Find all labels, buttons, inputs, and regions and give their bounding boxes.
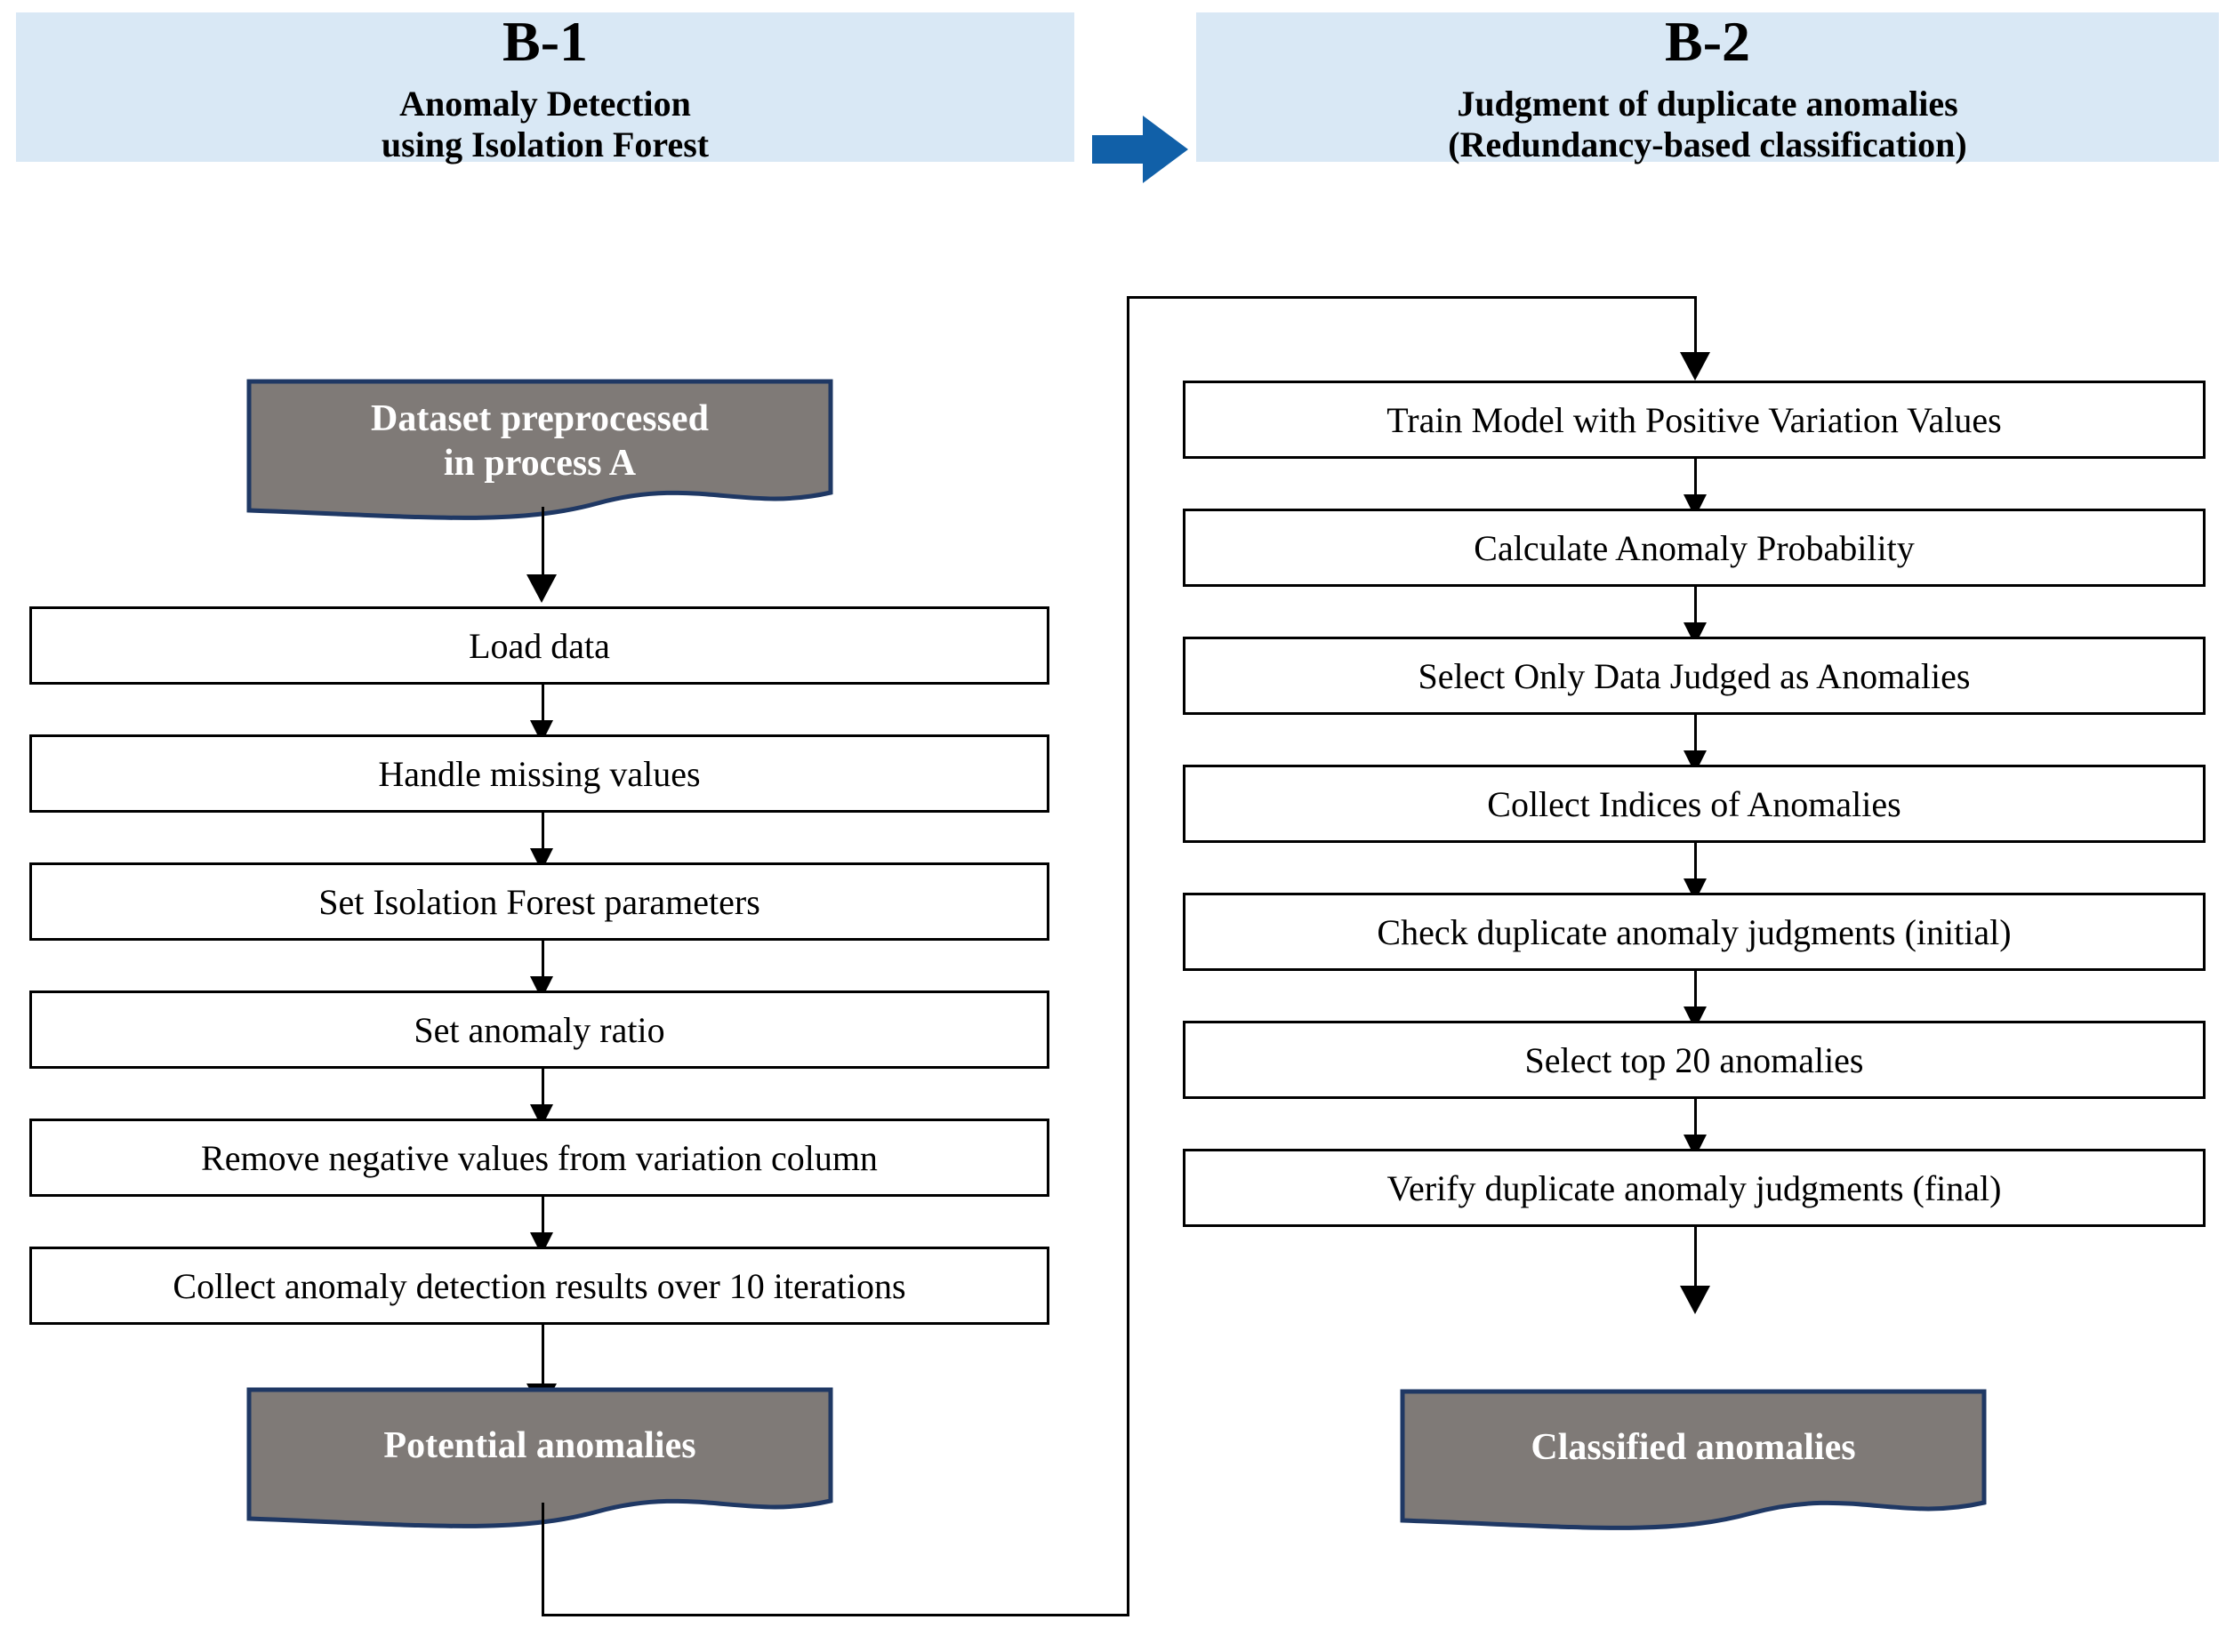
- left-step-5: Remove negative values from variation co…: [29, 1119, 1049, 1197]
- loop-connector-down: [542, 1503, 544, 1616]
- loop-connector-top: [1127, 296, 1697, 299]
- left-step-3-label: Set Isolation Forest parameters: [318, 881, 760, 922]
- arrowhead-left-0: [526, 574, 557, 603]
- right-step-4: Collect Indices of Anomalies: [1183, 765, 2206, 843]
- header-b2-code: B-2: [1665, 9, 1750, 73]
- arrowhead-right-7: [1680, 1286, 1710, 1314]
- connector-right-5: [1694, 971, 1697, 1014]
- right-step-2: Calculate Anomaly Probability: [1183, 509, 2206, 587]
- header-banner-b1: B-1 Anomaly Detection using Isolation Fo…: [16, 9, 1074, 165]
- right-step-7: Verify duplicate anomaly judgments (fina…: [1183, 1149, 2206, 1227]
- header-b1-line1: Anomaly Detection: [399, 83, 691, 124]
- left-step-6-label: Collect anomaly detection results over 1…: [173, 1265, 906, 1306]
- potential-anomalies-document: Potential anomalies: [246, 1387, 833, 1529]
- right-step-6-label: Select top 20 anomalies: [1524, 1039, 1864, 1080]
- left-step-1: Load data: [29, 606, 1049, 685]
- left-step-5-label: Remove negative values from variation co…: [201, 1137, 878, 1178]
- right-block-arrow-icon: [1092, 114, 1190, 185]
- connector-right-4: [1694, 843, 1697, 886]
- header-b2-line1: Judgment of duplicate anomalies: [1457, 83, 1958, 124]
- right-step-7-label: Verify duplicate anomaly judgments (fina…: [1386, 1167, 2002, 1208]
- connector-left-1: [542, 685, 544, 727]
- left-step-6: Collect anomaly detection results over 1…: [29, 1247, 1049, 1325]
- start-document-shape: Dataset preprocessed in process A: [246, 379, 833, 521]
- connector-left-4: [542, 1069, 544, 1111]
- right-step-2-label: Calculate Anomaly Probability: [1474, 527, 1915, 568]
- right-step-6: Select top 20 anomalies: [1183, 1021, 2206, 1099]
- connector-left-2: [542, 813, 544, 855]
- connector-left-0: [542, 507, 544, 589]
- connector-right-1: [1694, 459, 1697, 501]
- header-b1-line2: using Isolation Forest: [381, 124, 710, 165]
- left-step-2: Handle missing values: [29, 734, 1049, 813]
- loop-connector-up: [1127, 296, 1129, 1616]
- arrowhead-loop-into-b2: [1680, 352, 1710, 381]
- connector-left-5: [542, 1197, 544, 1239]
- classified-anomalies-document: Classified anomalies: [1400, 1389, 1987, 1531]
- connector-right-2: [1694, 587, 1697, 630]
- left-step-3: Set Isolation Forest parameters: [29, 862, 1049, 941]
- right-step-3-label: Select Only Data Judged as Anomalies: [1418, 655, 1971, 696]
- loop-connector-into-b2: [1694, 296, 1697, 360]
- left-step-1-label: Load data: [469, 625, 610, 666]
- header-banner-b2: B-2 Judgment of duplicate anomalies (Red…: [1196, 9, 2219, 165]
- connector-left-6: [542, 1325, 544, 1398]
- header-b1-code: B-1: [502, 9, 588, 73]
- left-step-4-label: Set anomaly ratio: [414, 1009, 665, 1050]
- loop-connector-right: [542, 1614, 1129, 1616]
- left-step-4: Set anomaly ratio: [29, 990, 1049, 1069]
- header-b2-line2: (Redundancy-based classification): [1448, 124, 1967, 165]
- right-step-3: Select Only Data Judged as Anomalies: [1183, 637, 2206, 715]
- right-step-4-label: Collect Indices of Anomalies: [1487, 783, 1901, 824]
- left-step-2-label: Handle missing values: [378, 753, 701, 794]
- right-step-1-label: Train Model with Positive Variation Valu…: [1386, 399, 2002, 440]
- right-step-1: Train Model with Positive Variation Valu…: [1183, 381, 2206, 459]
- connector-left-3: [542, 941, 544, 983]
- connector-right-6: [1694, 1099, 1697, 1142]
- right-step-5: Check duplicate anomaly judgments (initi…: [1183, 893, 2206, 971]
- connector-right-3: [1694, 715, 1697, 758]
- right-step-5-label: Check duplicate anomaly judgments (initi…: [1377, 911, 2012, 952]
- connector-right-7: [1694, 1227, 1697, 1300]
